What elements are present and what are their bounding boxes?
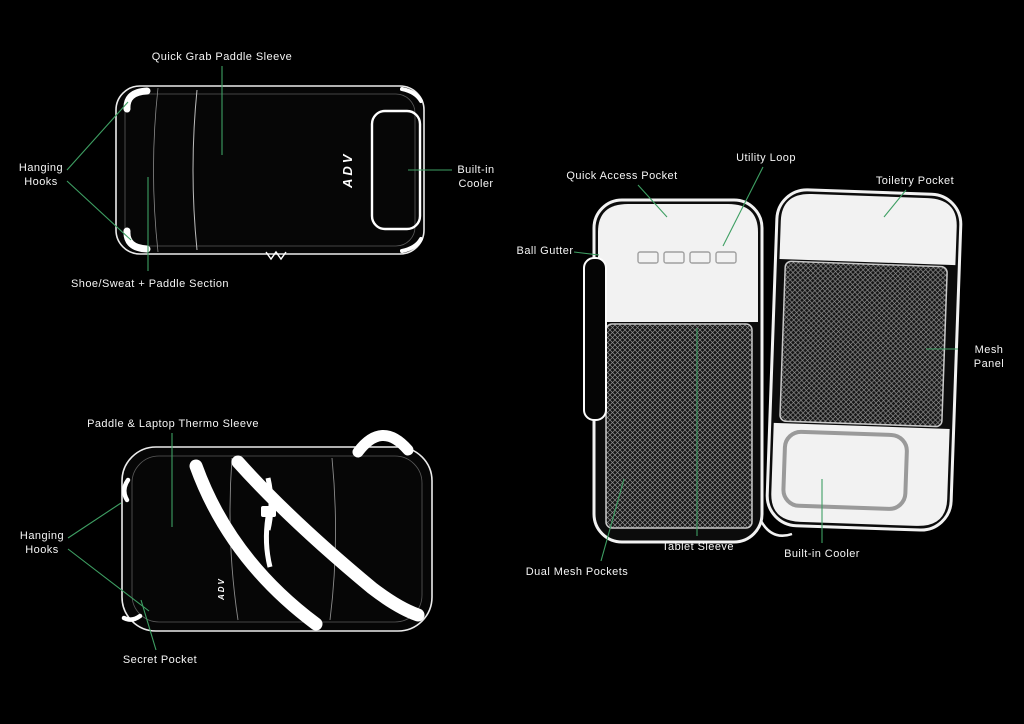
label-quick-grab-paddle-sleeve: Quick Grab Paddle Sleeve [151, 51, 293, 63]
brand-logo-top: ADV [340, 152, 355, 189]
hook-top-left-icon [123, 87, 151, 113]
leader-toiletry-pocket [883, 189, 907, 218]
label-hanging-hooks-top: Hanging Hooks [18, 162, 64, 189]
front-view-illustration: ADV [121, 430, 433, 632]
label-tablet-sleeve: Tablet Sleeve [662, 541, 734, 553]
leader-quick-access [637, 184, 668, 218]
zipper-detail [265, 250, 287, 261]
mesh-panel-area [779, 260, 948, 428]
label-built-in-cooler-top: Built-in Cooler [457, 164, 495, 191]
shoulder-strap [231, 455, 425, 622]
hook-top-left-icon [122, 477, 131, 503]
label-hanging-hooks-front: Hanging Hooks [19, 530, 65, 557]
open-view-illustration [583, 188, 963, 544]
label-utility-loop: Utility Loop [736, 152, 796, 164]
label-toiletry-pocket: Toiletry Pocket [875, 175, 955, 187]
open-left-panel [583, 198, 764, 544]
shoulder-strap [189, 459, 323, 631]
cooler-compartment [781, 429, 909, 511]
hook-bottom-left-icon [121, 613, 143, 622]
leader-secret-pocket [140, 599, 157, 651]
label-dual-mesh-pockets: Dual Mesh Pockets [525, 566, 629, 578]
brand-logo-front: ADV [217, 577, 226, 601]
mesh-pocket-area [605, 323, 753, 529]
label-mesh-panel: Mesh Panel [973, 344, 1005, 371]
label-paddle-laptop-thermo-sleeve: Paddle & Laptop Thermo Sleeve [87, 418, 259, 430]
leader-hanging-hooks-front-b [67, 548, 150, 612]
handle-icon [352, 430, 414, 458]
label-ball-gutter: Ball Gutter [516, 245, 574, 257]
top-view-illustration: ADV [115, 85, 425, 261]
label-shoe-sweat-paddle-section: Shoe/Sweat + Paddle Section [70, 278, 230, 290]
label-built-in-cooler-open: Built-in Cooler [784, 548, 860, 560]
leader-utility-loop [722, 166, 764, 247]
open-right-panel [765, 188, 963, 532]
leader-lines [66, 66, 958, 651]
buckle-icon [261, 506, 276, 517]
leader-hanging-hooks-top-b [66, 180, 132, 241]
hook-bottom-left-icon [123, 227, 151, 253]
label-quick-access-pocket: Quick Access Pocket [566, 170, 678, 182]
label-secret-pocket: Secret Pocket [122, 654, 198, 666]
leader-ball-gutter [573, 251, 600, 256]
leader-hanging-hooks-top-a [66, 101, 129, 171]
leader-hanging-hooks-front-a [67, 502, 122, 539]
leader-dual-mesh-pockets [600, 478, 625, 562]
side-strap [583, 257, 607, 421]
